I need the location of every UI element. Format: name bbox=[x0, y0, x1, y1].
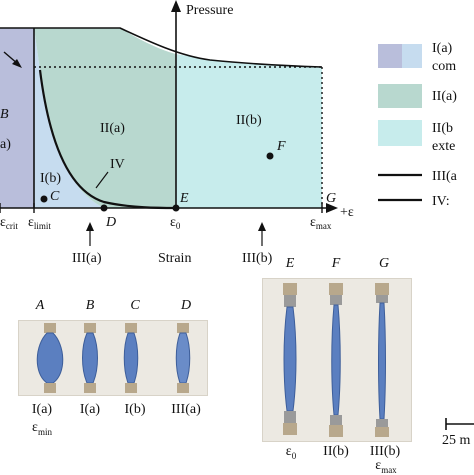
photo-left-state-a: I(a) bbox=[31, 402, 53, 417]
photo-right-state-e: ε0 bbox=[285, 444, 297, 461]
pointer-arrowhead bbox=[12, 59, 22, 68]
photo-left-letter-b: B bbox=[85, 298, 95, 313]
y-axis-label: Pressure bbox=[186, 3, 233, 18]
photo-right-state-g: III(b) bbox=[369, 444, 401, 459]
curve-iv-leader bbox=[95, 171, 109, 189]
arrow-iii-b-head bbox=[258, 222, 266, 231]
point-c-dot bbox=[40, 195, 48, 203]
tick-0-label: ε0 bbox=[170, 215, 181, 231]
region-i-a bbox=[0, 28, 34, 208]
legend-swatch-i-b bbox=[402, 44, 422, 68]
photo-left-letter-c: C bbox=[130, 298, 140, 313]
tick-crit-label: εcrit bbox=[0, 215, 18, 231]
photo-left-eps-min: εmin bbox=[32, 420, 52, 437]
point-g-label: G bbox=[326, 191, 336, 206]
region-ii-a-label: II(a) bbox=[100, 121, 125, 136]
tick-limit-label: εlimit bbox=[28, 215, 51, 231]
legend-swatch-i-a bbox=[378, 44, 402, 68]
photo-left-state-b: I(a) bbox=[79, 402, 101, 417]
legend-swatch-ii-a bbox=[378, 84, 422, 108]
photo-panel-left bbox=[18, 320, 208, 396]
photo-right-specimens bbox=[283, 283, 389, 437]
photo-right-letter-f: F bbox=[331, 256, 341, 271]
arrow-iii-a-label: III(a) bbox=[72, 251, 102, 266]
photo-right-letter-e: E bbox=[285, 256, 295, 271]
region-i-b bbox=[34, 28, 104, 208]
photo-left-state-c: I(b) bbox=[124, 402, 146, 417]
photo-right-letter-g: G bbox=[378, 256, 390, 271]
tick-max-label: εmax bbox=[310, 215, 332, 231]
arrow-iii-a-head bbox=[86, 222, 94, 231]
region-i-a-letter: a) bbox=[0, 137, 11, 152]
strain-label: Strain bbox=[158, 251, 191, 266]
region-i-b-label: I(b) bbox=[40, 171, 61, 186]
y-axis-arrowhead bbox=[171, 0, 181, 12]
point-e-label: E bbox=[179, 191, 189, 206]
legend-ii-b-text2: exte bbox=[432, 139, 455, 154]
point-d-dot bbox=[100, 204, 108, 212]
photo-right-eps-max: εmax bbox=[375, 458, 397, 475]
region-ii-b bbox=[176, 54, 322, 208]
photo-left-state-d: III(a) bbox=[171, 402, 201, 417]
arrow-iii-b-label: III(b) bbox=[242, 251, 273, 266]
photo-right-state-f: II(b) bbox=[323, 444, 349, 459]
legend-i-a-text2: com bbox=[432, 59, 456, 74]
photo-panel-right bbox=[262, 278, 412, 442]
top-boundary-curve bbox=[0, 27, 323, 68]
region-ii-a bbox=[34, 28, 176, 208]
legend-ii-b-text: II(b bbox=[432, 121, 453, 136]
point-d-label: D bbox=[105, 215, 116, 230]
x-axis-arrow-label: +ε bbox=[340, 205, 354, 220]
legend-ii-a-text: II(a) bbox=[432, 89, 457, 104]
point-e-dot bbox=[172, 204, 180, 212]
photo-left-letter-d: D bbox=[180, 298, 192, 313]
point-f-label: F bbox=[276, 139, 286, 154]
legend-iv-text: IV: bbox=[432, 194, 450, 209]
region-i-b-letter: B bbox=[0, 107, 9, 122]
point-f-dot bbox=[266, 152, 274, 160]
region-ii-b-label: II(b) bbox=[236, 113, 262, 128]
photo-left-specimens bbox=[36, 323, 191, 393]
point-c-label: C bbox=[50, 189, 60, 204]
x-axis-arrowhead bbox=[326, 203, 338, 213]
scale-bar-label: 25 m bbox=[442, 433, 471, 448]
legend-swatch-ii-b bbox=[378, 120, 422, 146]
legend-i-a-text: I(a) bbox=[432, 41, 453, 56]
curve-iv-label: IV bbox=[110, 157, 125, 172]
legend-iii-a-text: III(a bbox=[432, 169, 458, 184]
photo-left-letter-a: A bbox=[35, 298, 45, 313]
